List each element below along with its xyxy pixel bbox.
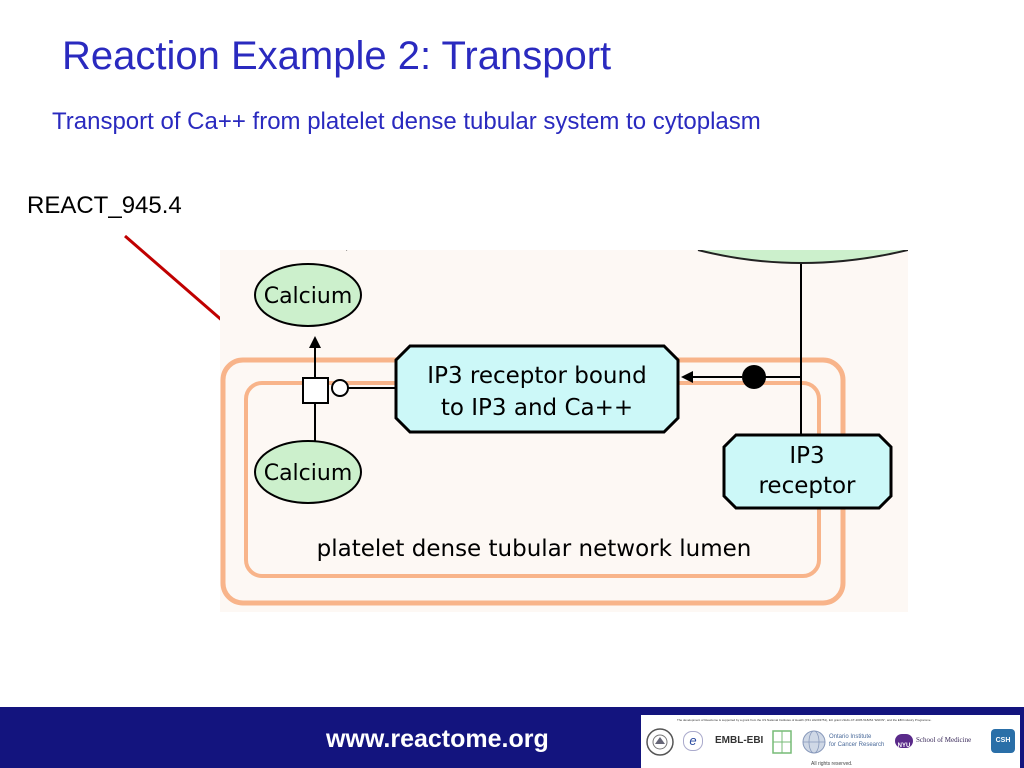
complex-label-line1: IP3 receptor bound	[427, 363, 646, 389]
ebi-cube-icon	[772, 730, 792, 754]
compartment-label: platelet dense tubular network lumen	[317, 536, 752, 562]
receptor-label-line1: IP3	[789, 443, 824, 469]
cytosol-entity-edge	[697, 250, 908, 264]
sponsor-logo-strip: The development of Reactome is supported…	[641, 715, 1020, 768]
enfin-logo: e	[683, 731, 703, 751]
csh-logo: CSH	[991, 729, 1015, 753]
calcium-bottom-label: Calcium	[264, 461, 353, 486]
complex-label-line2: to IP3 and Ca++	[441, 395, 633, 421]
embl-ebi-logo: EMBL-EBI	[715, 735, 764, 746]
nyu-badge-text: NYU	[897, 743, 911, 749]
footer-bar: www.reactome.org The development of Reac…	[0, 707, 1024, 768]
nyu-badge: NYU	[895, 734, 913, 749]
reaction-id-label: REACT_945.4	[27, 192, 182, 219]
nih-seal-logo	[646, 728, 674, 756]
enfin-logo-text: e	[689, 733, 697, 748]
ip3-receptor-entity[interactable]: IP3 receptor	[722, 433, 893, 510]
nyu-school-text: School of Medicine	[916, 736, 972, 744]
catalysis-circle	[331, 379, 349, 397]
reaction-diagram: Calcium Calcium IP3 receptor bound to IP…	[220, 250, 908, 612]
rights-text: All rights reserved.	[811, 761, 853, 767]
oicr-line2: for Cancer Research	[829, 742, 885, 748]
reactome-url-link[interactable]: www.reactome.org	[326, 725, 549, 753]
oicr-globe-icon	[802, 730, 826, 754]
csh-logo-text: CSH	[995, 737, 1011, 744]
oicr-line1: Ontario Institute	[829, 734, 872, 740]
calcium-top-entity[interactable]: Calcium	[254, 263, 362, 327]
ip3-receptor-complex[interactable]: IP3 receptor bound to IP3 and Ca++	[394, 344, 680, 434]
slide-title: Reaction Example 2: Transport	[62, 34, 612, 78]
funding-note: The development of Reactome is supported…	[677, 718, 932, 722]
oicr-logo-text: Ontario Institute for Cancer Research	[829, 733, 884, 749]
reaction-node[interactable]	[302, 377, 329, 404]
receptor-label-line2: receptor	[758, 473, 856, 499]
calcium-bottom-entity[interactable]: Calcium	[254, 440, 362, 504]
calcium-top-label: Calcium	[264, 284, 353, 309]
slide-subtitle: Transport of Ca++ from platelet dense tu…	[52, 108, 761, 135]
catalyst-dot	[742, 365, 766, 389]
